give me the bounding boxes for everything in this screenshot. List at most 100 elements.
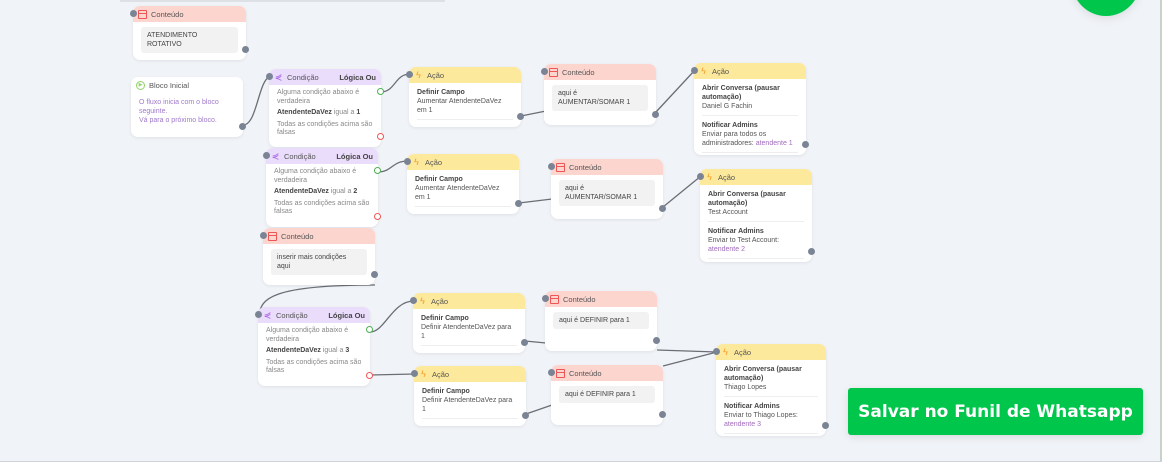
input-port[interactable] <box>713 348 720 355</box>
input-port[interactable] <box>130 10 137 17</box>
save-funnel-button[interactable]: Salvar no Funil de Whatsapp <box>848 388 1143 435</box>
node-title: Conteúdo <box>281 231 314 241</box>
input-port[interactable] <box>266 73 273 80</box>
output-port[interactable] <box>802 141 809 148</box>
output-port[interactable] <box>659 205 666 212</box>
operator: igual a <box>320 347 346 354</box>
action-title: Notificar Admins <box>702 122 758 129</box>
edge <box>369 373 416 376</box>
lightning-icon: ϟ <box>421 368 426 379</box>
action-title: Abrir Conversa (pausar automação) <box>708 191 786 207</box>
action-item: Abrir Conversa (pausar automação)Test Ac… <box>708 190 804 222</box>
input-port[interactable] <box>404 158 411 165</box>
output-port[interactable] <box>517 113 524 120</box>
true-output-port[interactable] <box>377 88 384 95</box>
output-port[interactable] <box>239 123 246 130</box>
node-title: Conteúdo <box>563 294 596 304</box>
output-port[interactable] <box>652 111 659 118</box>
start-body: O fluxo inicia com o bloco seguinte.Vá p… <box>131 93 243 130</box>
input-port[interactable] <box>260 232 267 239</box>
output-port[interactable] <box>371 271 378 278</box>
input-port[interactable] <box>548 369 555 376</box>
input-port[interactable] <box>406 71 413 78</box>
action-detail: Definir AtendenteDaVez para 1 <box>421 324 512 340</box>
input-port[interactable] <box>691 67 698 74</box>
action-body: Abrir Conversa (pausar automação) Thiago … <box>716 360 826 444</box>
output-port[interactable] <box>521 339 528 346</box>
output-port[interactable] <box>653 337 660 344</box>
output-port[interactable] <box>659 411 666 418</box>
input-port[interactable] <box>255 311 262 318</box>
false-output-port[interactable] <box>374 213 381 220</box>
action-detail: Enviar to Test Account: atendente 2 <box>708 237 780 253</box>
false-output-port[interactable] <box>366 372 373 379</box>
true-output-port[interactable] <box>366 326 373 333</box>
action-body: Abrir Conversa (pausar automação)Daniel … <box>694 79 806 163</box>
condition-rule: AtendenteDaVez igual a 3 <box>266 347 362 356</box>
condition-rule: AtendenteDaVez igual a 1 <box>277 109 373 118</box>
start-line: O fluxo inicia com o bloco seguinte. <box>139 99 219 115</box>
edge <box>655 69 696 113</box>
input-port[interactable] <box>411 370 418 377</box>
output-port[interactable] <box>822 422 829 429</box>
node-title: Conteúdo <box>151 9 184 19</box>
node-header: Conteúdo <box>133 6 246 22</box>
output-port[interactable] <box>515 200 522 207</box>
input-port[interactable] <box>541 68 548 75</box>
action-detail: Enviar to Thiago Lopes: atendente 3 <box>724 412 798 428</box>
edge <box>662 175 702 208</box>
content-text: aqui é AUMENTAR/SOMAR 1 <box>552 85 648 111</box>
input-port[interactable] <box>263 152 270 159</box>
action-title: Definir Campo <box>415 176 463 183</box>
input-port[interactable] <box>542 295 549 302</box>
edge <box>520 110 547 117</box>
true-output-port[interactable] <box>374 167 381 174</box>
action-detail: Thiago Lopes <box>724 384 767 391</box>
content-node[interactable]: Conteúdo aqui é DEFINIR para 1 <box>542 291 660 351</box>
action-title: Abrir Conversa (pausar automação) <box>724 366 802 382</box>
node-title: Ação <box>427 70 445 80</box>
value: 2 <box>353 188 358 195</box>
output-port[interactable] <box>808 248 815 255</box>
layout-icon <box>556 162 565 172</box>
content-text: aqui é DEFINIR para 1 <box>553 312 649 329</box>
input-port[interactable] <box>548 163 555 170</box>
input-port[interactable] <box>410 297 417 304</box>
output-port[interactable] <box>522 412 529 419</box>
false-output-port[interactable] <box>377 133 384 140</box>
layout-icon <box>549 67 558 77</box>
layout-icon <box>138 9 147 19</box>
node-header: Conteúdo <box>263 228 375 244</box>
output-port[interactable] <box>242 46 249 53</box>
all-false-label: Todas as condições acima são falsas <box>274 199 370 216</box>
node-header: Conteúdo <box>545 291 657 307</box>
input-port[interactable] <box>697 173 704 180</box>
action-title: Notificar Admins <box>708 228 764 235</box>
